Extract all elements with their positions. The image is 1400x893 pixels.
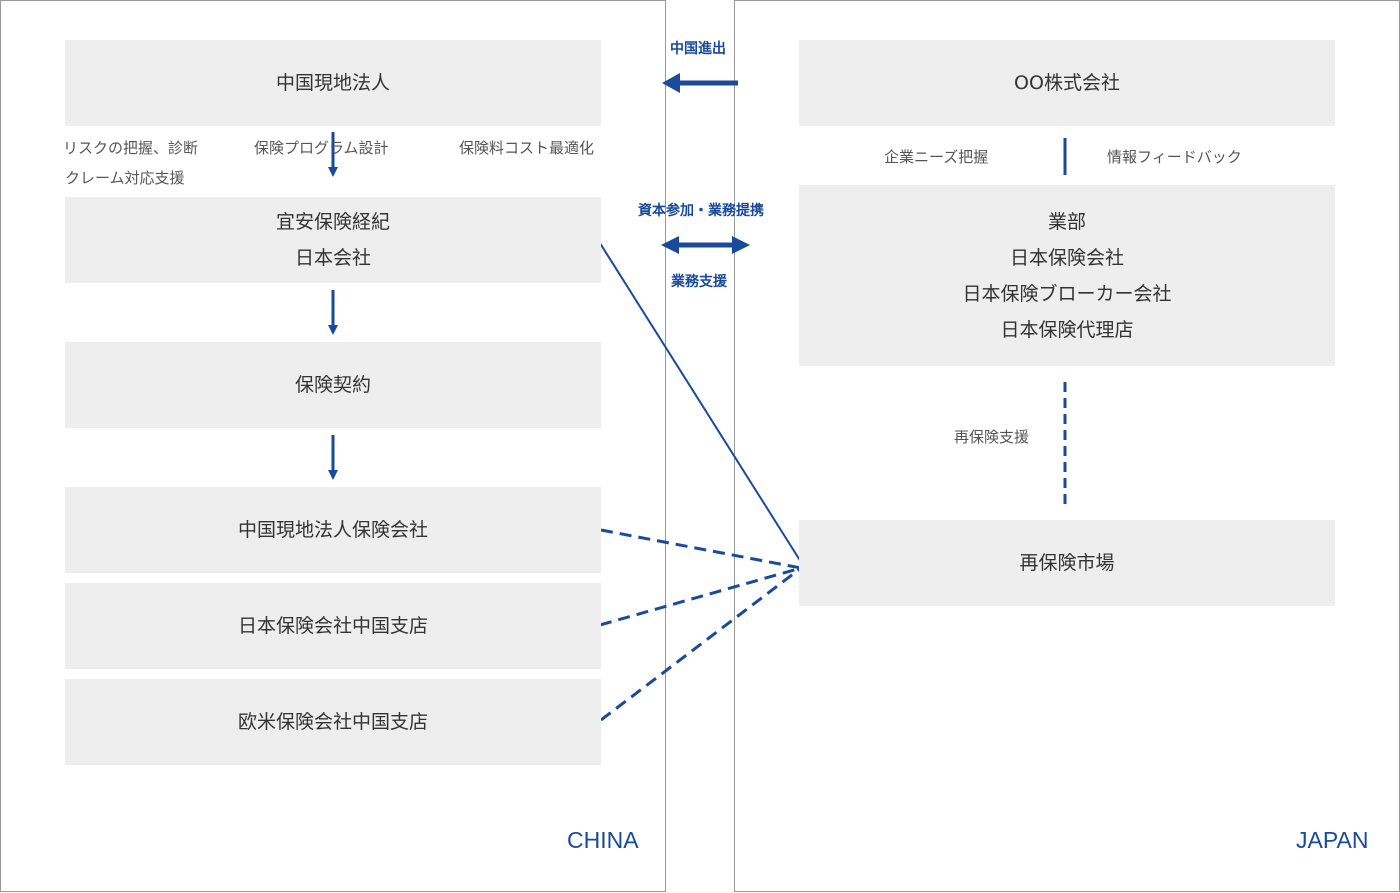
insurer-box-japan-branch: 日本保険会社中国支店: [65, 583, 601, 669]
china-subsidiary-label: 中国現地法人: [275, 72, 390, 94]
broker-name-line2: 日本会社: [294, 247, 371, 269]
partner-label-3: 日本保険ブローカー会社: [962, 282, 1172, 305]
expansion-label: 中国進出: [670, 41, 726, 57]
region-label-china: CHINA: [567, 827, 639, 853]
broker-box: 宜安保険経紀 日本会社: [65, 197, 601, 283]
line-insurer3-to-reinsurance: [600, 566, 802, 722]
insurance-contract-label: 保険契約: [294, 374, 371, 396]
capital-alliance-label: 資本参加・業務提携: [638, 203, 764, 219]
info-feedback-label: 情報フィードバック: [1107, 148, 1242, 166]
arrow-capital-alliance-left-head: [661, 236, 679, 254]
partner-label-1: 業部: [1047, 210, 1086, 233]
reinsurance-market-box: 再保険市場: [799, 520, 1335, 606]
partner-label-4: 日本保険代理店: [1000, 318, 1134, 341]
region-label-japan: JAPAN: [1296, 827, 1369, 853]
service-program-design: 保険プログラム設計: [254, 139, 389, 157]
line-insurer1-to-reinsurance: [600, 528, 802, 570]
line-insurer2-to-reinsurance: [599, 566, 802, 627]
japan-company-box: OO株式会社: [799, 40, 1335, 126]
arrow-capital-alliance-right-head: [732, 236, 750, 254]
business-support-label: 業務支援: [671, 274, 727, 290]
insurer-box-western-branch: 欧米保険会社中国支店: [65, 679, 601, 765]
partner-label-2: 日本保険会社: [1009, 246, 1124, 269]
japan-partners-box: 業部 日本保険会社 日本保険ブローカー会社 日本保険代理店: [799, 185, 1335, 366]
insurance-contract-box: 保険契約: [65, 342, 601, 428]
line-broker-to-reinsurance: [597, 239, 802, 563]
insurer-label-japan-branch: 日本保険会社中国支店: [237, 615, 428, 637]
insurer-label-local: 中国現地法人保険会社: [237, 519, 428, 541]
reinsurance-support-label: 再保険支援: [954, 428, 1030, 446]
japan-panel: [734, 0, 1400, 892]
service-premium-optimization: 保険料コスト最適化: [459, 139, 595, 157]
arrow-expansion-head: [662, 73, 680, 93]
china-subsidiary-box: 中国現地法人: [65, 40, 601, 126]
service-risk-diagnosis: リスクの把握、診断: [63, 139, 199, 157]
service-claims-support: クレーム対応支援: [65, 169, 185, 187]
needs-grasp-label: 企業ニーズ把握: [884, 148, 989, 166]
japan-company-label: OO株式会社: [1014, 72, 1120, 94]
broker-name-line1: 宜安保険経紀: [275, 211, 390, 233]
reinsurance-market-label: 再保険市場: [1019, 552, 1115, 574]
insurer-label-western-branch: 欧米保険会社中国支店: [237, 711, 428, 733]
insurer-box-local: 中国現地法人保険会社: [65, 487, 601, 573]
